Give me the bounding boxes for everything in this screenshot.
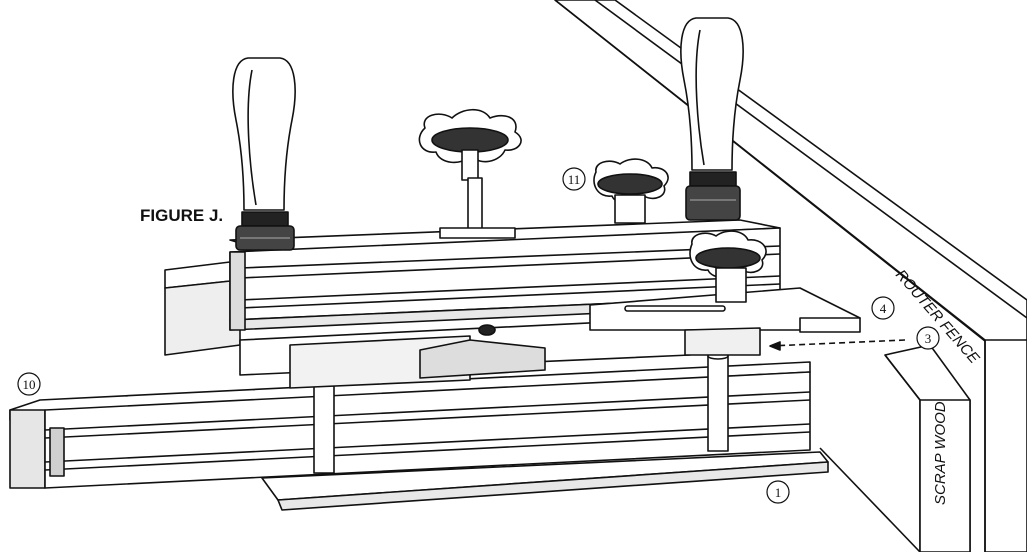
callout-10: 10	[23, 377, 36, 392]
center-knob	[418, 108, 522, 239]
arrow-3-head	[769, 341, 781, 351]
callout-circle-3	[916, 326, 940, 350]
arrow-3-leader	[769, 339, 906, 347]
callout-circle-11	[562, 167, 586, 191]
figure-title: FIGURE J.	[140, 206, 223, 225]
router-fence	[554, 0, 1027, 552]
callout-circle-4	[871, 296, 895, 320]
callout-4: 4	[880, 301, 887, 316]
knob-right	[689, 230, 767, 303]
slotted-bar-4	[589, 287, 861, 356]
top-rail	[229, 219, 781, 331]
callout-11: 11	[568, 172, 581, 187]
base-plate	[261, 451, 829, 511]
left-handle	[232, 57, 296, 251]
callout-circle-10	[17, 372, 41, 396]
callout-1: 1	[775, 485, 782, 500]
knob-11	[593, 158, 669, 224]
scrap-wood-label: SCRAP WOOD	[932, 401, 949, 505]
callout-3: 3	[925, 331, 932, 346]
right-handle	[680, 17, 744, 221]
lower-rail-10	[9, 361, 811, 489]
scrap-wood	[819, 344, 971, 552]
callout-circle-1	[766, 480, 790, 504]
